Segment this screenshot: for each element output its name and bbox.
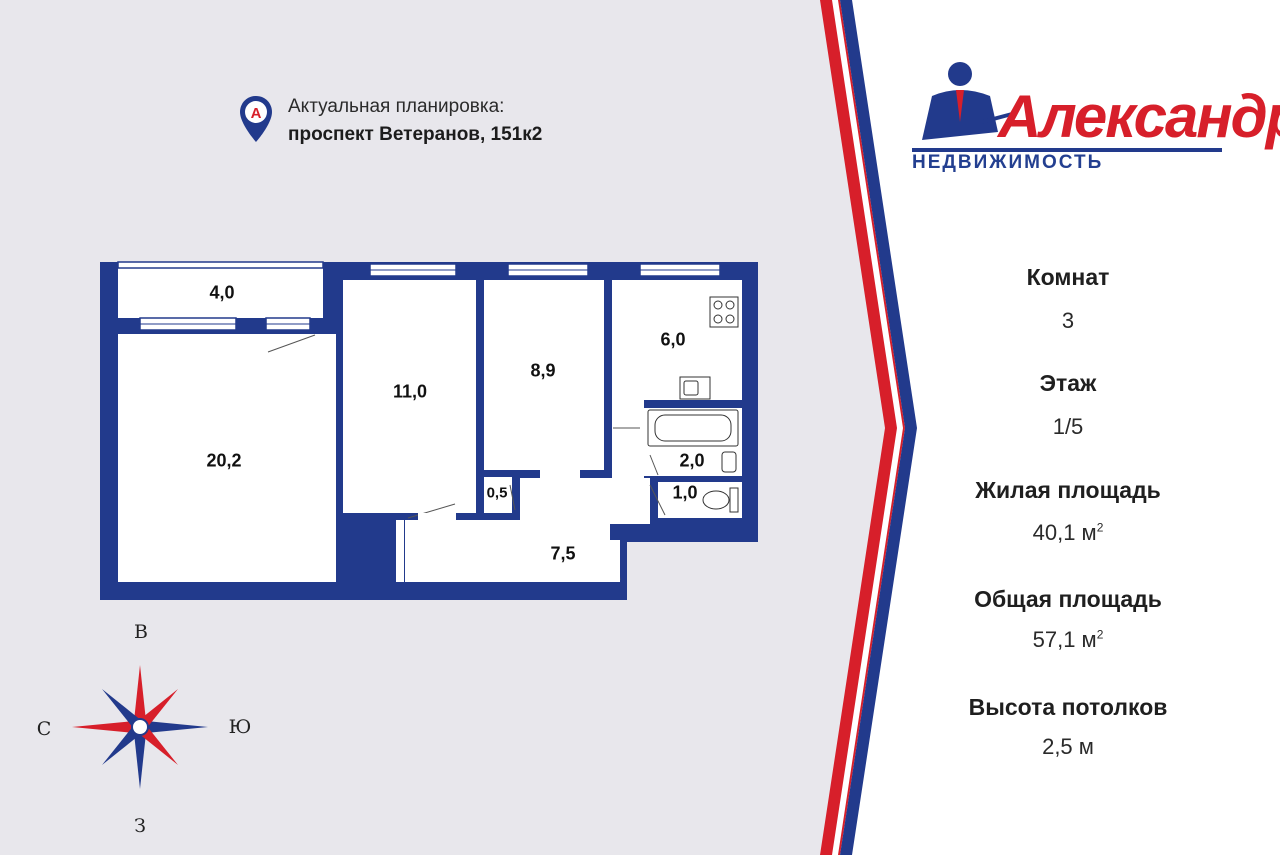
stove-icon <box>709 296 739 328</box>
rooms-label: Комнат <box>1026 264 1110 290</box>
living-area-label: Жилая площадь <box>975 477 1161 503</box>
total-area-label: Общая площадь <box>974 586 1162 612</box>
area-balcony: 4,0 <box>209 282 235 303</box>
room-hallway <box>405 478 650 582</box>
room-bedroom-1 <box>343 280 476 513</box>
logo-subtitle: НЕДВИЖИМОСТЬ <box>912 152 1104 173</box>
address-text: проспект Ветеранов, 151к2 <box>288 124 543 145</box>
compass-rose-icon <box>72 665 208 789</box>
living-area-value: 40,1 м2 <box>1032 520 1104 545</box>
logo-wordmark: Александр <box>998 83 1280 150</box>
info-panel <box>840 0 1280 855</box>
compass-south-label: З <box>134 815 146 837</box>
area-toilet: 1,0 <box>672 482 698 503</box>
ceiling-height-label: Высота потолков <box>968 694 1168 720</box>
total-area-value: 57,1 м2 <box>1032 627 1104 652</box>
room-balcony <box>118 268 323 318</box>
area-bathroom: 2,0 <box>679 450 705 471</box>
floor-plan <box>100 261 758 600</box>
room-bedroom-2 <box>484 280 604 470</box>
location-pin-icon: A <box>240 96 272 142</box>
ceiling-height-value: 2,5 м <box>1042 734 1094 759</box>
sink-icon <box>679 376 711 400</box>
toilet-icon <box>702 487 739 513</box>
room-living <box>118 334 336 582</box>
room-closet <box>484 477 512 513</box>
floor-value: 1/5 <box>1052 414 1084 439</box>
plan-caption: Актуальная планировка: <box>288 96 505 117</box>
compass-north-label: В <box>134 621 148 643</box>
floor-label: Этаж <box>1039 370 1097 396</box>
svg-text:A: A <box>251 105 262 122</box>
compass-west-label: С <box>36 718 52 740</box>
rooms-value: 3 <box>1061 308 1075 333</box>
area-hallway: 7,5 <box>550 543 576 564</box>
agent-figure-icon <box>912 62 1222 152</box>
area-closet: 0,5 <box>486 484 508 502</box>
area-bedroom-1: 11,0 <box>392 381 428 402</box>
area-kitchen: 6,0 <box>660 329 686 350</box>
area-bedroom-2: 8,9 <box>530 360 556 381</box>
bathtub-icon <box>647 409 739 473</box>
compass-east-label: Ю <box>228 716 252 738</box>
area-living-room: 20,2 <box>206 450 242 471</box>
